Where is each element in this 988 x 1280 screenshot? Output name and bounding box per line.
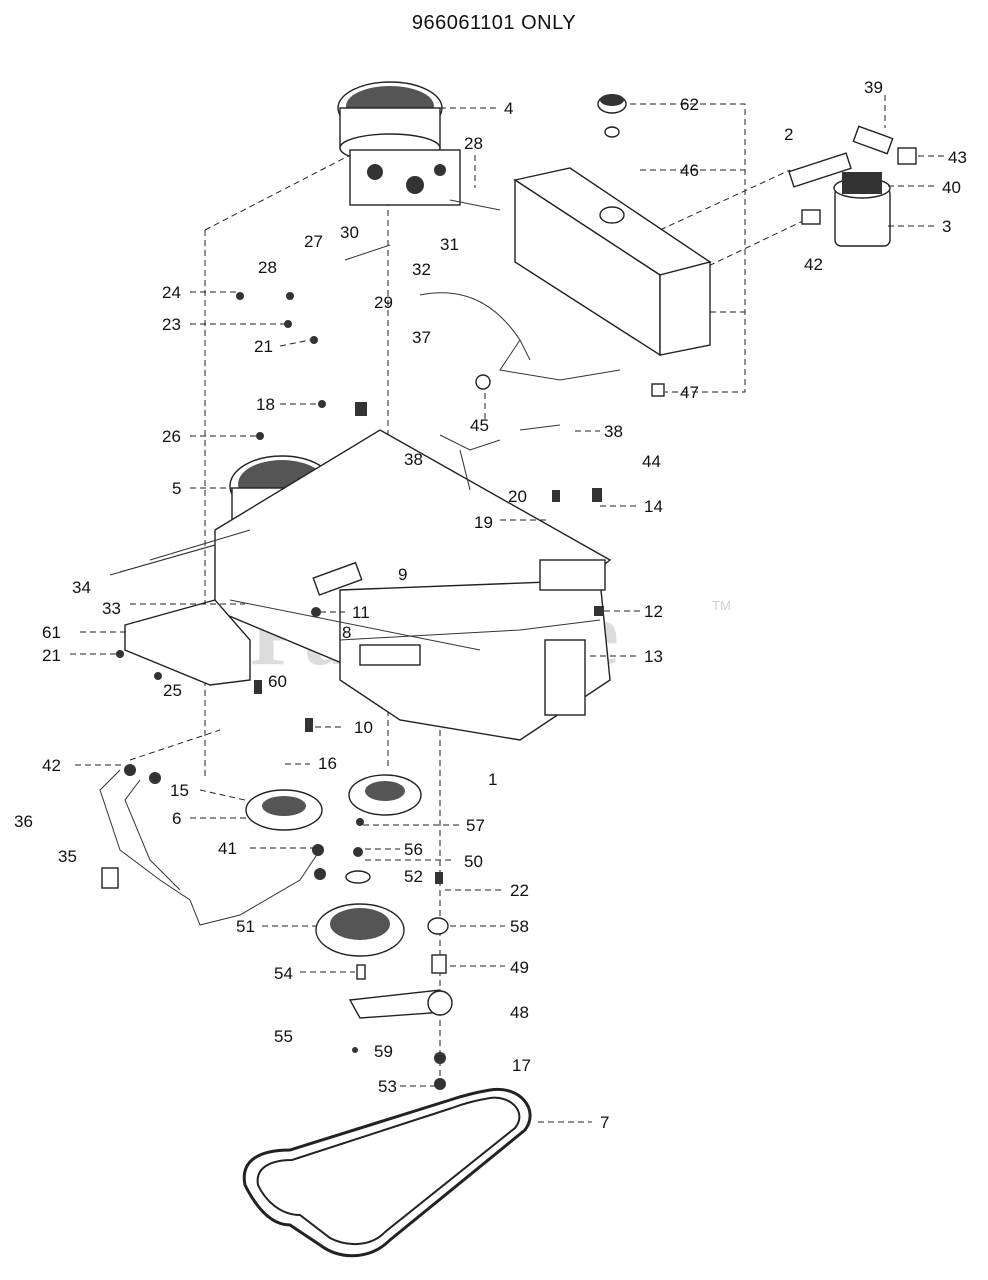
part-label: 17 — [512, 1056, 531, 1075]
part-label: 39 — [864, 78, 883, 97]
part-label: 48 — [510, 1003, 529, 1022]
part-label: 58 — [510, 917, 529, 936]
part-label: 24 — [162, 283, 181, 302]
part-label: 8 — [342, 623, 351, 642]
part-label: 5 — [172, 479, 181, 498]
pulleys — [245, 774, 453, 1090]
part-label: 22 — [510, 881, 529, 900]
part-label: 3 — [942, 217, 951, 236]
part-label: 33 — [102, 599, 121, 618]
part-label: 51 — [236, 917, 255, 936]
part-label: 60 — [268, 672, 287, 691]
part-label: 6 — [172, 809, 181, 828]
part-label: 29 — [374, 293, 393, 312]
lower-hoses — [99, 764, 326, 926]
part-label: 52 — [404, 867, 423, 886]
part-label: 21 — [254, 337, 273, 356]
part-label: 26 — [162, 427, 181, 446]
part-label: 12 — [644, 602, 663, 621]
part-label: 27 — [304, 232, 323, 251]
part-label: 28 — [464, 134, 483, 153]
fasteners — [116, 199, 604, 732]
part-label: 34 — [72, 578, 91, 597]
part-label: 15 — [170, 781, 189, 800]
drive-belt — [242, 1087, 532, 1258]
part-label: 47 — [680, 383, 699, 402]
part-label: 55 — [274, 1027, 293, 1046]
part-label: 42 — [42, 756, 61, 775]
part-label: 35 — [58, 847, 77, 866]
part-label: 7 — [600, 1113, 609, 1132]
part-label: 2 — [784, 125, 793, 144]
part-label: 18 — [256, 395, 275, 414]
reservoir-tank — [513, 94, 712, 397]
part-label: 40 — [942, 178, 961, 197]
part-label: 1 — [488, 770, 497, 789]
page-title: 966061101 ONLY — [411, 12, 577, 34]
hose-line-2 — [699, 219, 806, 271]
part-label: 14 — [644, 497, 663, 516]
leader-lines — [70, 95, 948, 1123]
upper-pump — [337, 81, 461, 206]
part-label: 37 — [412, 328, 431, 347]
trademark: TM — [712, 598, 731, 613]
hose-line-1 — [659, 169, 791, 231]
part-label: 21 — [42, 646, 61, 665]
part-label: 25 — [163, 681, 182, 700]
hydraulic-hoses — [419, 292, 621, 491]
part-label: 53 — [378, 1077, 397, 1096]
part-label: 59 — [374, 1042, 393, 1061]
part-label: 43 — [948, 148, 967, 167]
part-label: 30 — [340, 223, 359, 242]
part-label: 41 — [218, 839, 237, 858]
part-label: 57 — [466, 816, 485, 835]
part-label: 56 — [404, 840, 423, 859]
part-label: 13 — [644, 647, 663, 666]
part-label: 42 — [804, 255, 823, 274]
part-label: 54 — [274, 964, 293, 983]
part-label: 19 — [474, 513, 493, 532]
part-label: 38 — [404, 450, 423, 469]
part-label: 36 — [14, 812, 33, 831]
oil-filter — [788, 125, 917, 247]
part-label: 61 — [42, 623, 61, 642]
part-label: 4 — [504, 99, 513, 118]
frame-line-top — [204, 149, 361, 231]
part-label: 31 — [440, 235, 459, 254]
part-label: 9 — [398, 565, 407, 584]
part-label: 45 — [470, 416, 489, 435]
part-label: 38 — [604, 422, 623, 441]
part-label: 49 — [510, 958, 529, 977]
mounting-frame — [109, 429, 612, 741]
hose-line-3 — [129, 729, 221, 761]
part-label: 28 — [258, 258, 277, 277]
bracket-2 — [630, 103, 746, 393]
part-label: 16 — [318, 754, 337, 773]
part-label: 50 — [464, 852, 483, 871]
part-label: 46 — [680, 161, 699, 180]
part-label: 32 — [412, 260, 431, 279]
part-label: 11 — [352, 603, 370, 622]
part-label: 62 — [680, 95, 699, 114]
part-label: 20 — [508, 487, 527, 506]
part-label: 44 — [642, 452, 661, 471]
part-label: 23 — [162, 315, 181, 334]
part-label: 10 — [354, 718, 373, 737]
